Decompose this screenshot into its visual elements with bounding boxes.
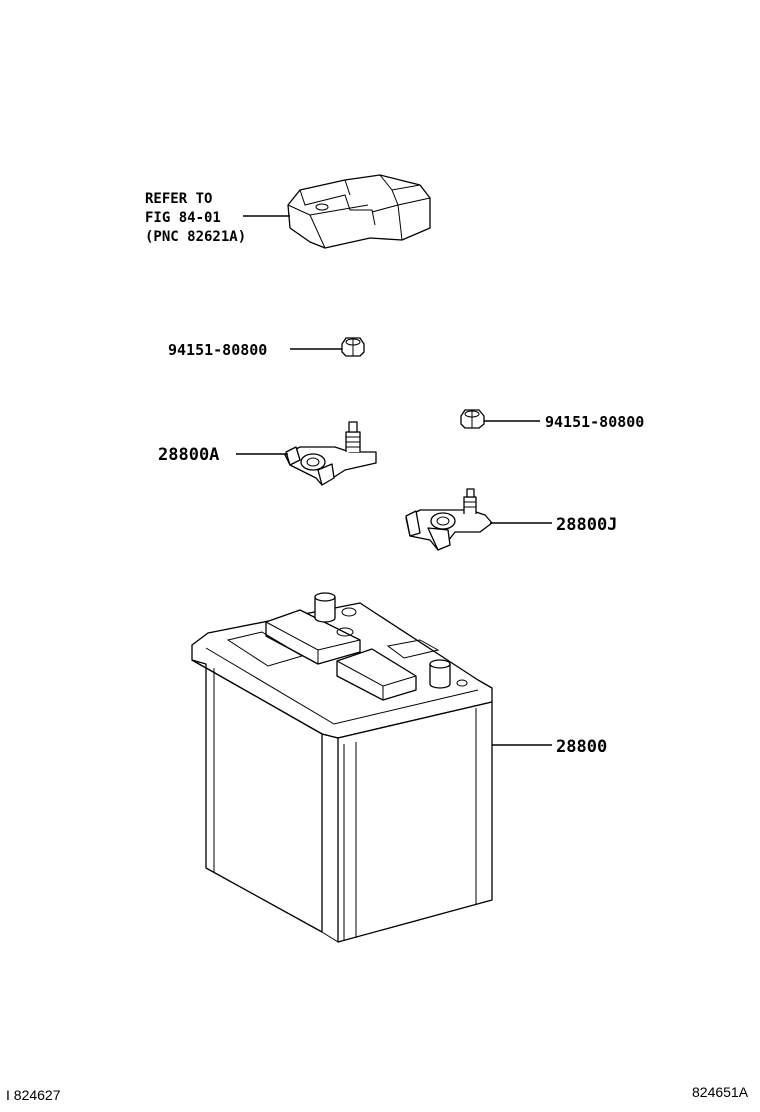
part-number-nut-left: 94151-80800 <box>168 341 267 359</box>
part-number-terminal-j: 28800J <box>556 515 617 535</box>
footer-left-id: I 824627 <box>6 1087 61 1103</box>
battery <box>191 592 493 943</box>
refer-text-line1: REFER TO <box>145 191 212 207</box>
nut-right <box>460 409 485 429</box>
refer-text-line3: (PNC 82621A) <box>145 229 246 245</box>
nut-left <box>341 337 365 357</box>
part-number-nut-right: 94151-80800 <box>545 413 644 431</box>
part-number-terminal-a: 28800A <box>158 445 219 465</box>
fuse-block-cover <box>287 174 431 249</box>
refer-text-line2: FIG 84-01 <box>145 210 221 226</box>
terminal-28800j <box>405 488 493 551</box>
terminal-28800a <box>284 421 377 486</box>
part-number-battery: 28800 <box>556 737 607 757</box>
footer-right-id: 824651A <box>692 1084 749 1100</box>
